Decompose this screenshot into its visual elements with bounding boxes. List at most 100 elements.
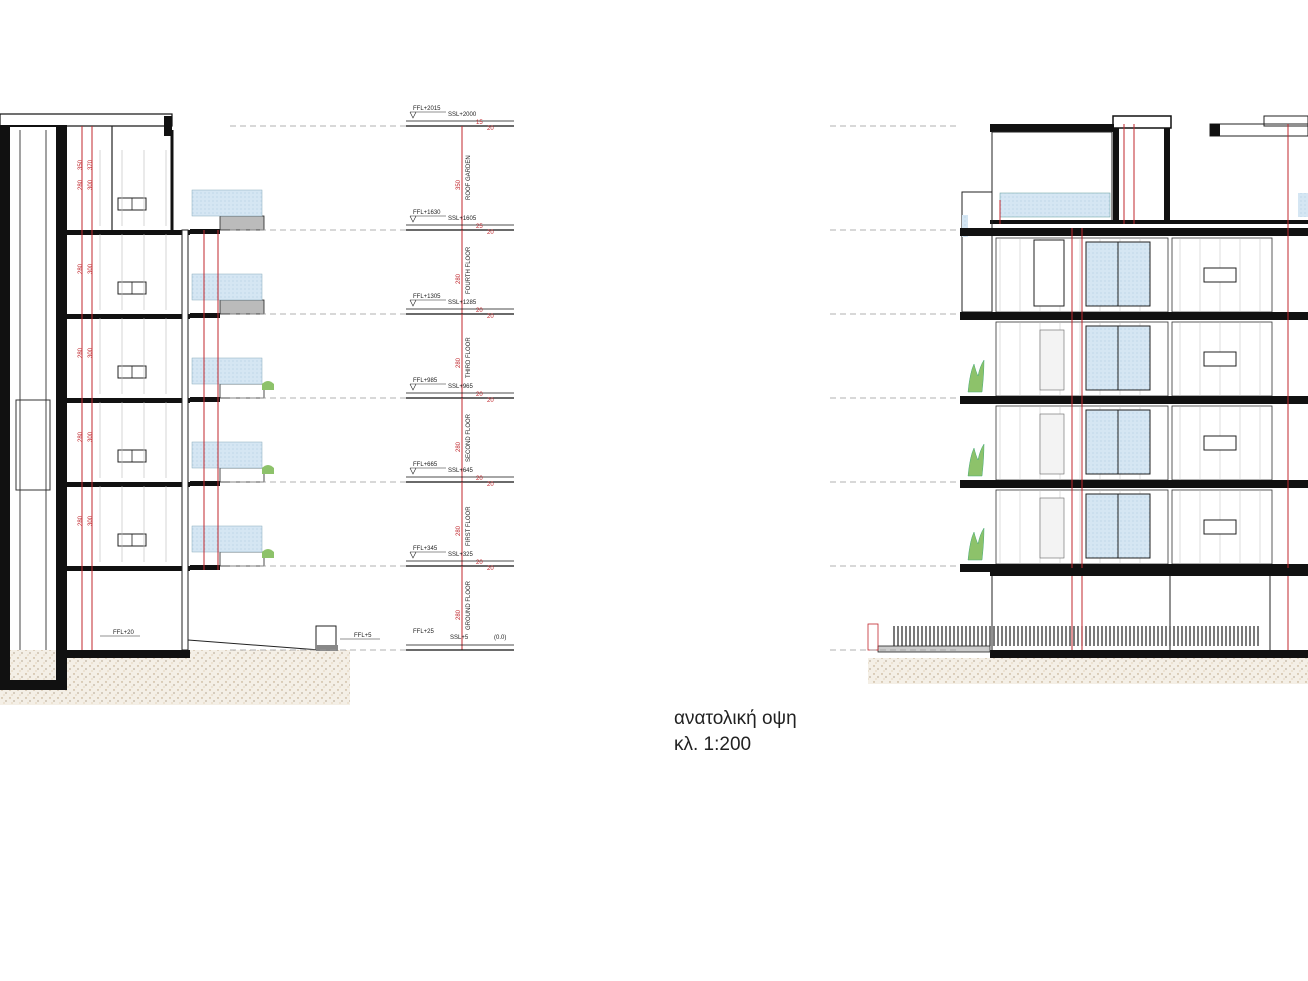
floor-height-dim: 300 [88,263,94,274]
floor-name-label: FOURTH FLOOR [466,246,472,294]
ground-ffl-label: FFL+25 [413,629,435,635]
ffl-label: FFL+985 [413,378,438,384]
roof-glass-rail [999,192,1111,218]
level-marker-icon [409,215,417,223]
ffl-label: FFL+665 [413,462,438,468]
plant-icon [262,549,274,558]
floor-slab [960,228,1308,236]
level-marker-icon [409,467,417,475]
slab-thickness-label: 20 [487,482,494,488]
slab-thickness-label: 20 [487,398,494,404]
basement-ffl-label: FFL+20 [113,630,135,636]
planter-box [219,467,265,483]
slab-top-label: 20 [476,560,483,566]
floor-height-label: 280 [456,357,462,368]
floor-clear-dim: 280 [78,347,84,358]
ssl-label: SSL+2000 [448,112,477,118]
level-marker-icon [409,111,417,119]
ssl-label: SSL+645 [448,468,474,474]
slab-thickness-label: 20 [487,126,494,132]
plant-icon [967,443,985,477]
ssl-label: SSL+325 [448,552,474,558]
ffl-label: FFL+1630 [413,210,441,216]
shutter-panel [1039,329,1065,391]
floor-slab [66,398,190,403]
floor-height-label: 280 [456,441,462,452]
balcony-glass-rail [191,525,263,553]
floor-clear-dim: 280 [78,431,84,442]
slab-top-label: 20 [476,476,483,482]
window [1203,267,1237,283]
roof-height-dim: 370 [88,159,94,170]
slab-thickness-label: 20 [487,566,494,572]
window [1203,519,1237,535]
slab-top-label: 15 [476,120,483,126]
floor-height-dim: 300 [88,179,94,190]
boundary-fence [877,626,1259,653]
floor-height-label: 280 [456,609,462,620]
level-marker-icon [409,383,417,391]
level-marker-icon [409,299,417,307]
roof-clear-dim: 350 [78,159,84,170]
right-elevation [867,115,1308,684]
floor-name-label: FIRST FLOOR [466,506,472,546]
datum-lines [230,125,960,651]
drawing-scale: κλ. 1:200 [674,734,752,755]
ssl-label: SSL+1285 [448,300,477,306]
left-section: 300 280 300 280 300 280 300 280 300 280 370 350 FFL… [0,113,380,705]
floor-clear-dim: 280 [78,179,84,190]
floor-name-label: ROOF GARDEN [466,155,472,200]
floor-name-label: SECOND FLOOR [466,413,472,462]
balcony-glass-rail [191,357,263,385]
floor-height-label: 280 [456,525,462,536]
door [1033,239,1065,307]
floor-slab [960,396,1308,404]
slab-top-label: 25 [476,224,483,230]
floor-height-label: 350 [456,179,462,190]
planter-box [219,299,265,315]
window [1203,351,1237,367]
floor-slab [66,314,190,319]
plant-icon [967,527,985,561]
floor-height-dim: 300 [88,515,94,526]
floor-name-label: THIRD FLOOR [466,337,472,378]
slab-thickness-label: 20 [487,314,494,320]
balcony-slab [190,397,220,402]
window [1203,435,1237,451]
street-ffl-label: FFL+5 [354,633,372,639]
elevator-cab [15,399,51,491]
floor-name-label: GROUND FLOOR [466,580,472,630]
left-soil [0,650,350,705]
ssl-label: SSL+965 [448,384,474,390]
balcony-slab [190,229,220,234]
plant-icon [967,359,985,393]
floor-slab [960,312,1308,320]
balcony-glass-rail [191,273,263,301]
ffl-label: FFL+1305 [413,294,441,300]
datum-label: (0.0) [494,635,506,641]
floor-height-dim: 300 [88,347,94,358]
floor-height-label: 280 [456,273,462,284]
balcony-slab [190,481,220,486]
slab-thickness-label: 20 [487,230,494,236]
floor-height-dim: 300 [88,431,94,442]
floor-slab [960,480,1308,488]
ffl-label: FFL+2015 [413,106,441,112]
floor-slab [66,230,190,235]
floor-clear-dim: 280 [78,263,84,274]
floor-slab [66,482,190,487]
ffl-label: FFL+345 [413,546,438,552]
planter-box [219,551,265,567]
ground-ssl-label: SSL+5 [450,635,469,641]
shutter-panel [1039,413,1065,475]
floor-clear-dim: 280 [78,515,84,526]
right-soil [868,658,1308,684]
left-floor-slabs: 300 280 300 280 300 280 300 280 300 280 370 350 [66,150,274,571]
drawing-title: ανατολική οψη [674,708,797,729]
planter-box [219,215,265,231]
slab-top-label: 20 [476,392,483,398]
plant-icon [262,465,274,474]
balcony-glass-rail [191,441,263,469]
